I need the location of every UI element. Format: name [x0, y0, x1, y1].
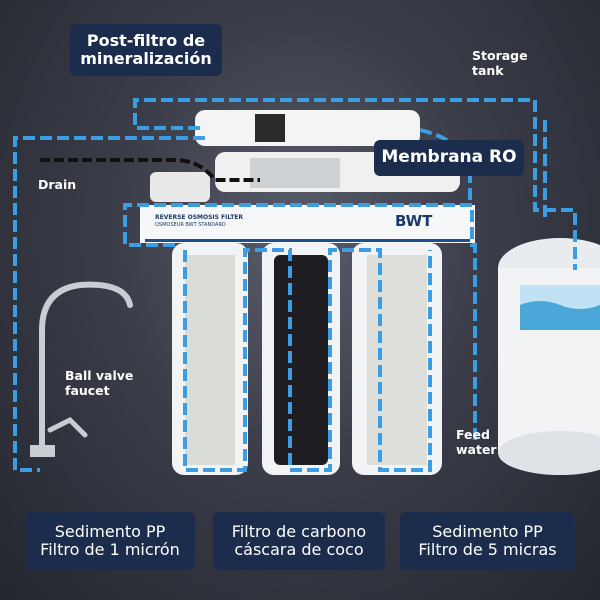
- faucet-line2: faucet: [65, 383, 110, 398]
- stage-1-label: Sedimento PP Filtro de 1 micrón: [25, 512, 195, 570]
- storage-tank-line2: tank: [472, 63, 504, 78]
- stage-2-label: Filtro de carbono cáscara de coco: [213, 512, 385, 570]
- stage-2-line2: cáscara de coco: [234, 540, 364, 559]
- storage-tank: [498, 238, 600, 475]
- drain-label: Drain: [38, 177, 77, 192]
- stage-3-line1: Sedimento PP: [432, 521, 543, 541]
- feed-water-line2: water: [456, 442, 497, 457]
- post-filter-label: Post-filtro de mineralización: [70, 24, 222, 76]
- brand-logo: BWT: [395, 212, 433, 230]
- storage-tank-label: Storage tank: [472, 48, 528, 78]
- feed-water-label: Feed water: [456, 427, 497, 457]
- storage-tank-line1: Storage: [472, 48, 528, 63]
- post-filter-line1: Post-filtro de: [86, 30, 206, 50]
- bracket-subtitle: OSMOSEUR BWT STANDARD: [155, 222, 226, 228]
- stage-3-label: Sedimento PP Filtro de 5 micras: [400, 512, 575, 570]
- stage-1-line2: Filtro de 1 micrón: [40, 540, 180, 559]
- stage-1-line1: Sedimento PP: [54, 521, 166, 541]
- filter-housings: [172, 243, 442, 475]
- feed-water-line1: Feed: [456, 427, 490, 442]
- faucet-label: Ball valve faucet: [65, 368, 133, 398]
- stage-2-line1: Filtro de carbono: [231, 521, 367, 541]
- post-filter-line2: mineralización: [80, 49, 212, 68]
- filter-bracket: [140, 205, 475, 243]
- bracket-title: REVERSE OSMOSIS FILTER: [155, 214, 244, 221]
- stage-3-line2: Filtro de 5 micras: [418, 540, 557, 559]
- drain-line: [40, 158, 260, 182]
- faucet-illustration: [30, 281, 133, 457]
- membrane-label: Membrana RO: [374, 140, 524, 176]
- faucet-line1: Ball valve: [65, 368, 134, 383]
